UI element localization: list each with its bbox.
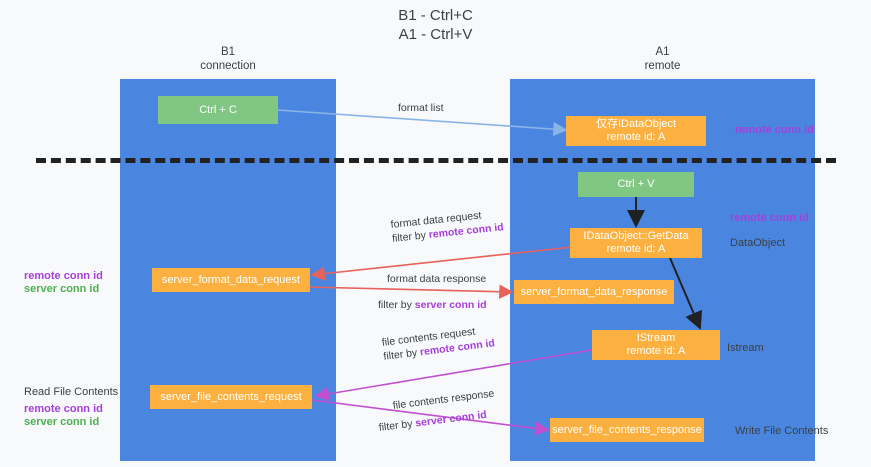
node-istream-line2: remote id: A bbox=[626, 345, 686, 357]
annotation-istream: Istream bbox=[727, 342, 764, 354]
title-line-2: A1 - Ctrl+V bbox=[398, 26, 473, 43]
node-istream[interactable]: IStream remote id: A bbox=[592, 330, 720, 360]
lane-header-a1: A1 remote bbox=[510, 45, 815, 73]
lane-header-a1-name: A1 bbox=[655, 46, 670, 58]
node-idataobject-getdata[interactable]: IDataObject::GetData remote id: A bbox=[570, 228, 702, 258]
node-server-format-data-response-label: server_format_data_response bbox=[520, 285, 668, 298]
title-line-1: B1 - Ctrl+C bbox=[398, 7, 473, 24]
lane-header-b1-name: B1 bbox=[220, 46, 236, 58]
wire-format-data-response bbox=[305, 284, 514, 299]
node-istream-line1: IStream bbox=[636, 332, 676, 344]
node-idataobject-line1: 仅存IDataObject bbox=[595, 118, 677, 130]
node-server-file-contents-response-label: server_file_contents_response bbox=[552, 423, 702, 436]
node-idataobject-line2: remote id: A bbox=[606, 131, 666, 143]
diagram-title: B1 - Ctrl+C A1 - Ctrl+V bbox=[0, 6, 871, 44]
annotation-read-file-contents: Read File Contents bbox=[24, 386, 119, 398]
node-server-format-data-request[interactable]: server_format_data_request bbox=[152, 268, 310, 292]
annotation-left-remote-conn-id-mid: remote conn id bbox=[24, 270, 103, 282]
edge-label-fdr-prefix: filter by bbox=[391, 229, 430, 245]
lane-header-a1-role: remote bbox=[644, 60, 681, 72]
edge-label-fdres-key: server conn id bbox=[414, 299, 487, 311]
annotation-left-remote-conn-id-bottom: remote conn id bbox=[24, 403, 103, 415]
node-idataobject[interactable]: 仅存IDataObject remote id: A bbox=[566, 116, 706, 146]
annotation-write-file-contents: Write File Contents bbox=[735, 425, 829, 437]
node-server-file-contents-response[interactable]: server_file_contents_response bbox=[550, 418, 704, 442]
node-ctrl-c-label: Ctrl + C bbox=[199, 103, 237, 116]
edge-label-fcr-prefix: filter by bbox=[382, 346, 421, 363]
edge-label-fcres-key: server conn id bbox=[414, 408, 488, 430]
edge-label-fdres-prefix: filter by bbox=[378, 299, 415, 311]
annotation-left-server-conn-id-bottom: server conn id bbox=[24, 416, 100, 428]
edge-label-file-contents-request: file contents request filter by remote c… bbox=[381, 322, 496, 363]
edge-label-format-list: format list bbox=[398, 102, 444, 114]
node-ctrl-c[interactable]: Ctrl + C bbox=[158, 96, 278, 124]
node-ctrl-v-label: Ctrl + V bbox=[617, 178, 655, 190]
node-server-file-contents-request-label: server_file_contents_request bbox=[160, 390, 302, 403]
edge-label-format-data-response: format data response bbox=[387, 273, 487, 285]
edge-label-fcres-prefix: filter by bbox=[378, 417, 417, 434]
node-server-format-data-response[interactable]: server_format_data_response bbox=[514, 280, 674, 304]
edge-label-format-data-request: format data request filter by remote con… bbox=[390, 206, 504, 246]
node-server-file-contents-request[interactable]: server_file_contents_request bbox=[150, 385, 312, 409]
annotation-left-server-conn-id-mid: server conn id bbox=[24, 283, 100, 295]
section-divider bbox=[36, 158, 836, 163]
lane-header-b1-role: connection bbox=[200, 60, 256, 72]
node-getdata-line2: remote id: A bbox=[606, 243, 666, 255]
node-server-format-data-request-label: server_format_data_request bbox=[161, 273, 301, 286]
annotation-remote-conn-id-mid: remote conn id bbox=[730, 212, 809, 224]
annotation-remote-conn-id-top: remote conn id bbox=[735, 124, 814, 136]
node-getdata-line1: IDataObject::GetData bbox=[583, 230, 689, 242]
node-ctrl-v[interactable]: Ctrl + V bbox=[578, 172, 694, 197]
edge-label-format-data-response-filter: filter by server conn id bbox=[378, 298, 487, 312]
annotation-dataobject: DataObject bbox=[730, 237, 786, 249]
lane-header-b1: B1 connection bbox=[120, 45, 336, 73]
